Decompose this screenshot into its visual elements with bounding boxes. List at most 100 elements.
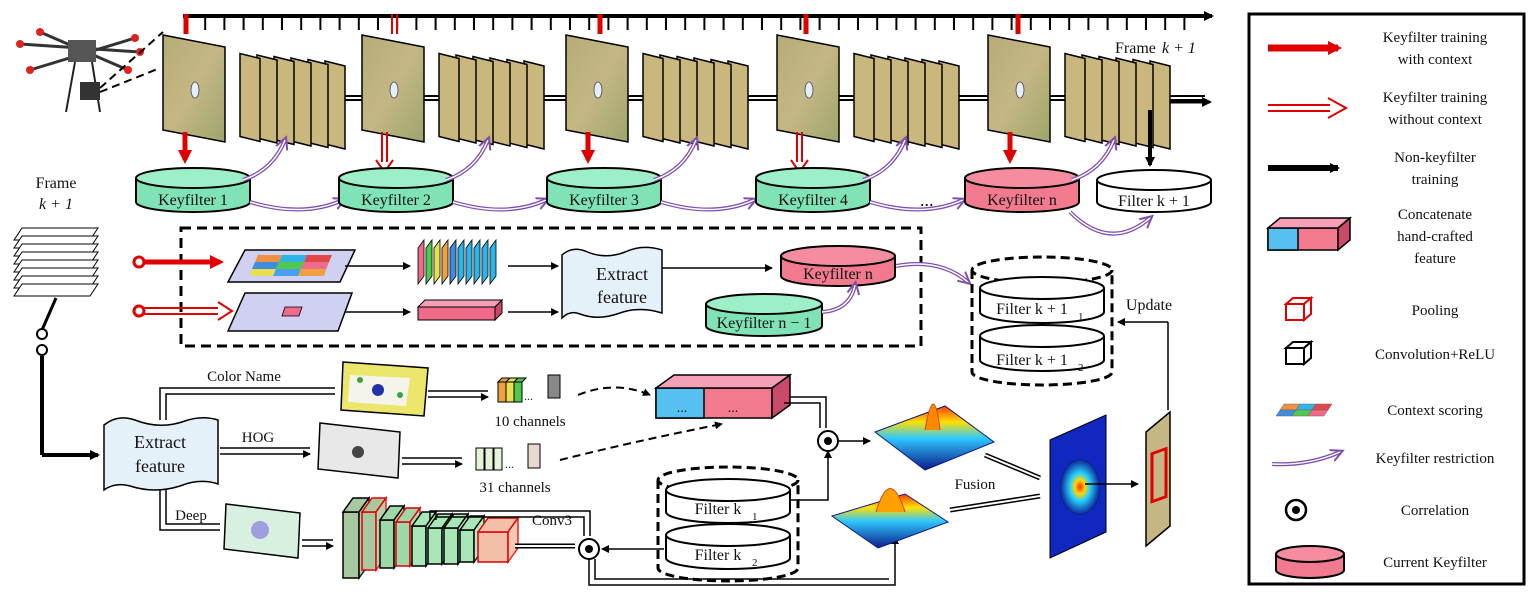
deep-label: Deep [175, 508, 207, 524]
frame-stack [776, 34, 960, 174]
frame-k1-label: Frame k + 1 [1115, 40, 1196, 57]
fusion-label: Fusion [955, 477, 996, 493]
middle-keyfilter-n-label: Keyfilter n [803, 266, 873, 283]
concat-dots-2: ... [728, 401, 739, 416]
legend-label: Keyfilter restriction [1376, 451, 1495, 467]
update-label: Update [1126, 297, 1172, 314]
frame-index: k + 1 [1162, 40, 1196, 57]
feature-columns-icon [417, 238, 497, 286]
legend-label: with context [1398, 52, 1473, 68]
main-extract-feature [103, 417, 219, 492]
response-map-1 [873, 403, 996, 471]
frame-stack [565, 34, 749, 164]
response-map-2 [830, 488, 950, 549]
hog-channel [527, 443, 541, 469]
color-channel [513, 381, 523, 403]
legend-label: Non-keyfilter [1394, 150, 1476, 166]
frame-stack [162, 34, 346, 164]
pink-cylinder-icon [1275, 545, 1345, 579]
frame-stack [987, 34, 1171, 164]
feature-column [465, 238, 473, 286]
legend-label: Correlation [1401, 503, 1470, 519]
person-icon [804, 81, 814, 99]
keyfilter-label: Keyfilter n [987, 192, 1057, 209]
red-cube-icon [1283, 295, 1314, 323]
person-icon [389, 81, 399, 99]
legend-label: feature [1414, 251, 1456, 267]
keyfilter-row: Keyfilter 1 Keyfilter 2 Keyfilter 3 Keyfilt… [135, 140, 1150, 236]
color-channel-dots: ... [524, 389, 533, 403]
filter-k1-2-sub: 2 [1078, 362, 1084, 374]
extract-feature-line2: feature [135, 456, 185, 476]
hog-channel [493, 447, 503, 471]
keyfilter-label: Keyfilter 4 [778, 192, 848, 209]
cnn-layer [476, 515, 520, 565]
feature-column [441, 238, 449, 286]
keyfilter-training-block: Extract feature Keyfilter n Keyfilter n … [132, 226, 968, 348]
conv3-label: Conv3 [532, 513, 572, 529]
keyfilter-cylinder: Keyfilter 2 [338, 140, 546, 213]
color-name-label: Color Name [207, 369, 281, 385]
legend-label: Pooling [1412, 303, 1459, 319]
filter-k1-bottom-label: Filter k [695, 501, 742, 518]
keyfilter-label: Keyfilter 1 [158, 192, 228, 209]
feature-column [489, 238, 497, 286]
person-icon [593, 81, 603, 99]
left-frame-slice [13, 283, 99, 297]
frame-slice [1064, 52, 1086, 143]
left-frame-label: Frame [36, 175, 77, 192]
legend-label: Keyfilter training [1383, 90, 1488, 106]
filter-k2-bottom-label: Filter k [695, 547, 742, 564]
concat-dots-1: ... [677, 401, 688, 416]
legend-label: hand-crafted [1397, 229, 1473, 245]
hog-label: HOG [242, 430, 275, 446]
feature-column [449, 238, 457, 286]
frame-stack [361, 34, 545, 174]
person-icon [1015, 81, 1025, 99]
keyfilter-cylinder: Keyfilter n [964, 140, 1114, 213]
frame-stacks [162, 34, 1171, 174]
red-hollow-arrow-icon [1268, 97, 1349, 119]
result-frame [1145, 410, 1171, 548]
feature-column [417, 238, 425, 286]
filter-k2-bottom-sub: 2 [752, 557, 758, 569]
extract-feature-line1: Extract [134, 432, 186, 452]
person-icon [190, 81, 200, 99]
filter-k1-2-label: Filter k + 1 [996, 352, 1068, 369]
frame-slice [239, 52, 261, 143]
channels-10-label: 10 channels [494, 414, 565, 430]
correlation-icon [1284, 498, 1308, 522]
middle-extract-feature-line1: Extract [596, 264, 648, 284]
keyfilter-cylinder: Keyfilter 4 [755, 140, 963, 213]
filter-k1-cylinder: Filter k + 1 [1096, 110, 1212, 213]
filter-k1-1-label: Filter k + 1 [996, 301, 1068, 318]
timeline-ticks [183, 14, 1186, 34]
legend-label: training [1412, 172, 1459, 188]
black-cube-icon [1283, 339, 1314, 367]
cnn-layers [341, 495, 520, 581]
drone-icon [16, 28, 164, 113]
hog-channel-dots: ... [505, 457, 514, 471]
color-channel [547, 374, 561, 399]
filter-update-stack: Filter k + 1 1 Filter k + 1 2 Update [970, 255, 1172, 410]
legend-label: Concatenate [1398, 207, 1472, 223]
keyfilter-ellipsis: ... [920, 190, 934, 210]
frame-slice [642, 52, 664, 143]
legend-label: Current Keyfilter [1383, 555, 1487, 571]
filter-k1-1-sub: 1 [1078, 311, 1084, 323]
hog-channel [475, 447, 485, 471]
legend-label: Keyfilter training [1383, 30, 1488, 46]
middle-keyfilter-n-1-label: Keyfilter n − 1 [717, 315, 812, 332]
channel-cubes: ...... [475, 374, 561, 471]
keyfilter-cylinder: Keyfilter 1 [135, 140, 343, 213]
keyfilter-cylinder: Keyfilter 3 [546, 140, 754, 213]
purple-arrow-icon [1271, 452, 1340, 467]
feature-column [481, 238, 489, 286]
feature-pipeline: Extract feature Color Name HOG Deep ....… [103, 361, 1171, 586]
keyfilter-label: Keyfilter 3 [569, 192, 639, 209]
left-frame-block: Frame k + 1 [13, 175, 100, 460]
color-channel [505, 381, 515, 403]
keyfilter-label: Keyfilter 2 [361, 192, 431, 209]
